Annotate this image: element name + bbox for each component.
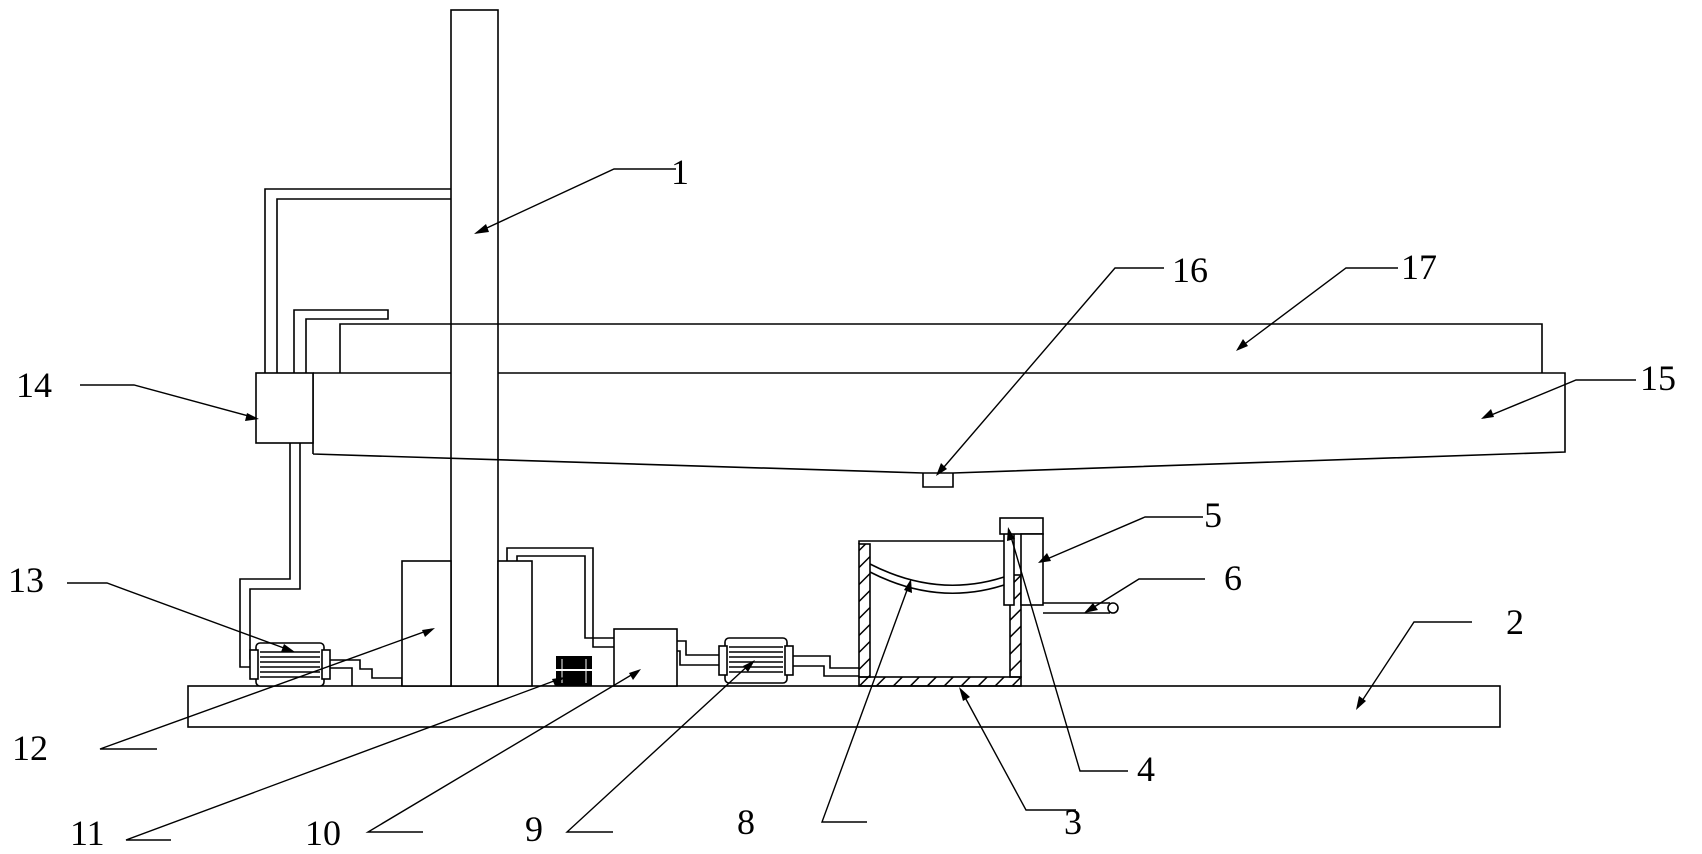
label-4: 4 (1137, 749, 1155, 789)
container-3 (858, 540, 1022, 687)
label-9: 9 (525, 809, 543, 849)
label-10: 10 (305, 813, 341, 853)
label-11: 11 (70, 813, 105, 853)
label-17: 17 (1401, 247, 1437, 287)
pipe-top (264, 188, 451, 373)
base-plate (187, 685, 1501, 728)
label-5: 5 (1204, 495, 1222, 535)
block-11 (556, 656, 592, 686)
handle-6 (1043, 602, 1110, 614)
label-13: 13 (8, 560, 44, 600)
label-8: 8 (737, 802, 755, 842)
pipe-14-13 (239, 443, 291, 668)
pipe-to-10 (506, 547, 614, 648)
label-14: 14 (16, 365, 52, 405)
label-16: 16 (1172, 250, 1208, 290)
label-1: 1 (671, 152, 689, 192)
label-2: 2 (1506, 602, 1524, 642)
housing-right (497, 560, 533, 687)
pipe-short (293, 309, 389, 373)
motor-9 (718, 637, 794, 684)
curved-screen-8 (869, 563, 1011, 587)
label-12: 12 (12, 728, 48, 768)
motor-13 (249, 642, 331, 687)
drain-notch (922, 473, 954, 488)
vertical-column (450, 9, 499, 687)
trough-panel (312, 372, 1566, 474)
housing-12 (401, 560, 452, 687)
box-10 (613, 628, 678, 687)
bracket-5 (999, 517, 1044, 535)
label-6: 6 (1224, 558, 1242, 598)
upper-panel (339, 323, 1543, 373)
label-15: 15 (1640, 358, 1676, 398)
label-3: 3 (1064, 802, 1082, 842)
control-box (255, 372, 314, 444)
leader-lines (67, 168, 1636, 841)
